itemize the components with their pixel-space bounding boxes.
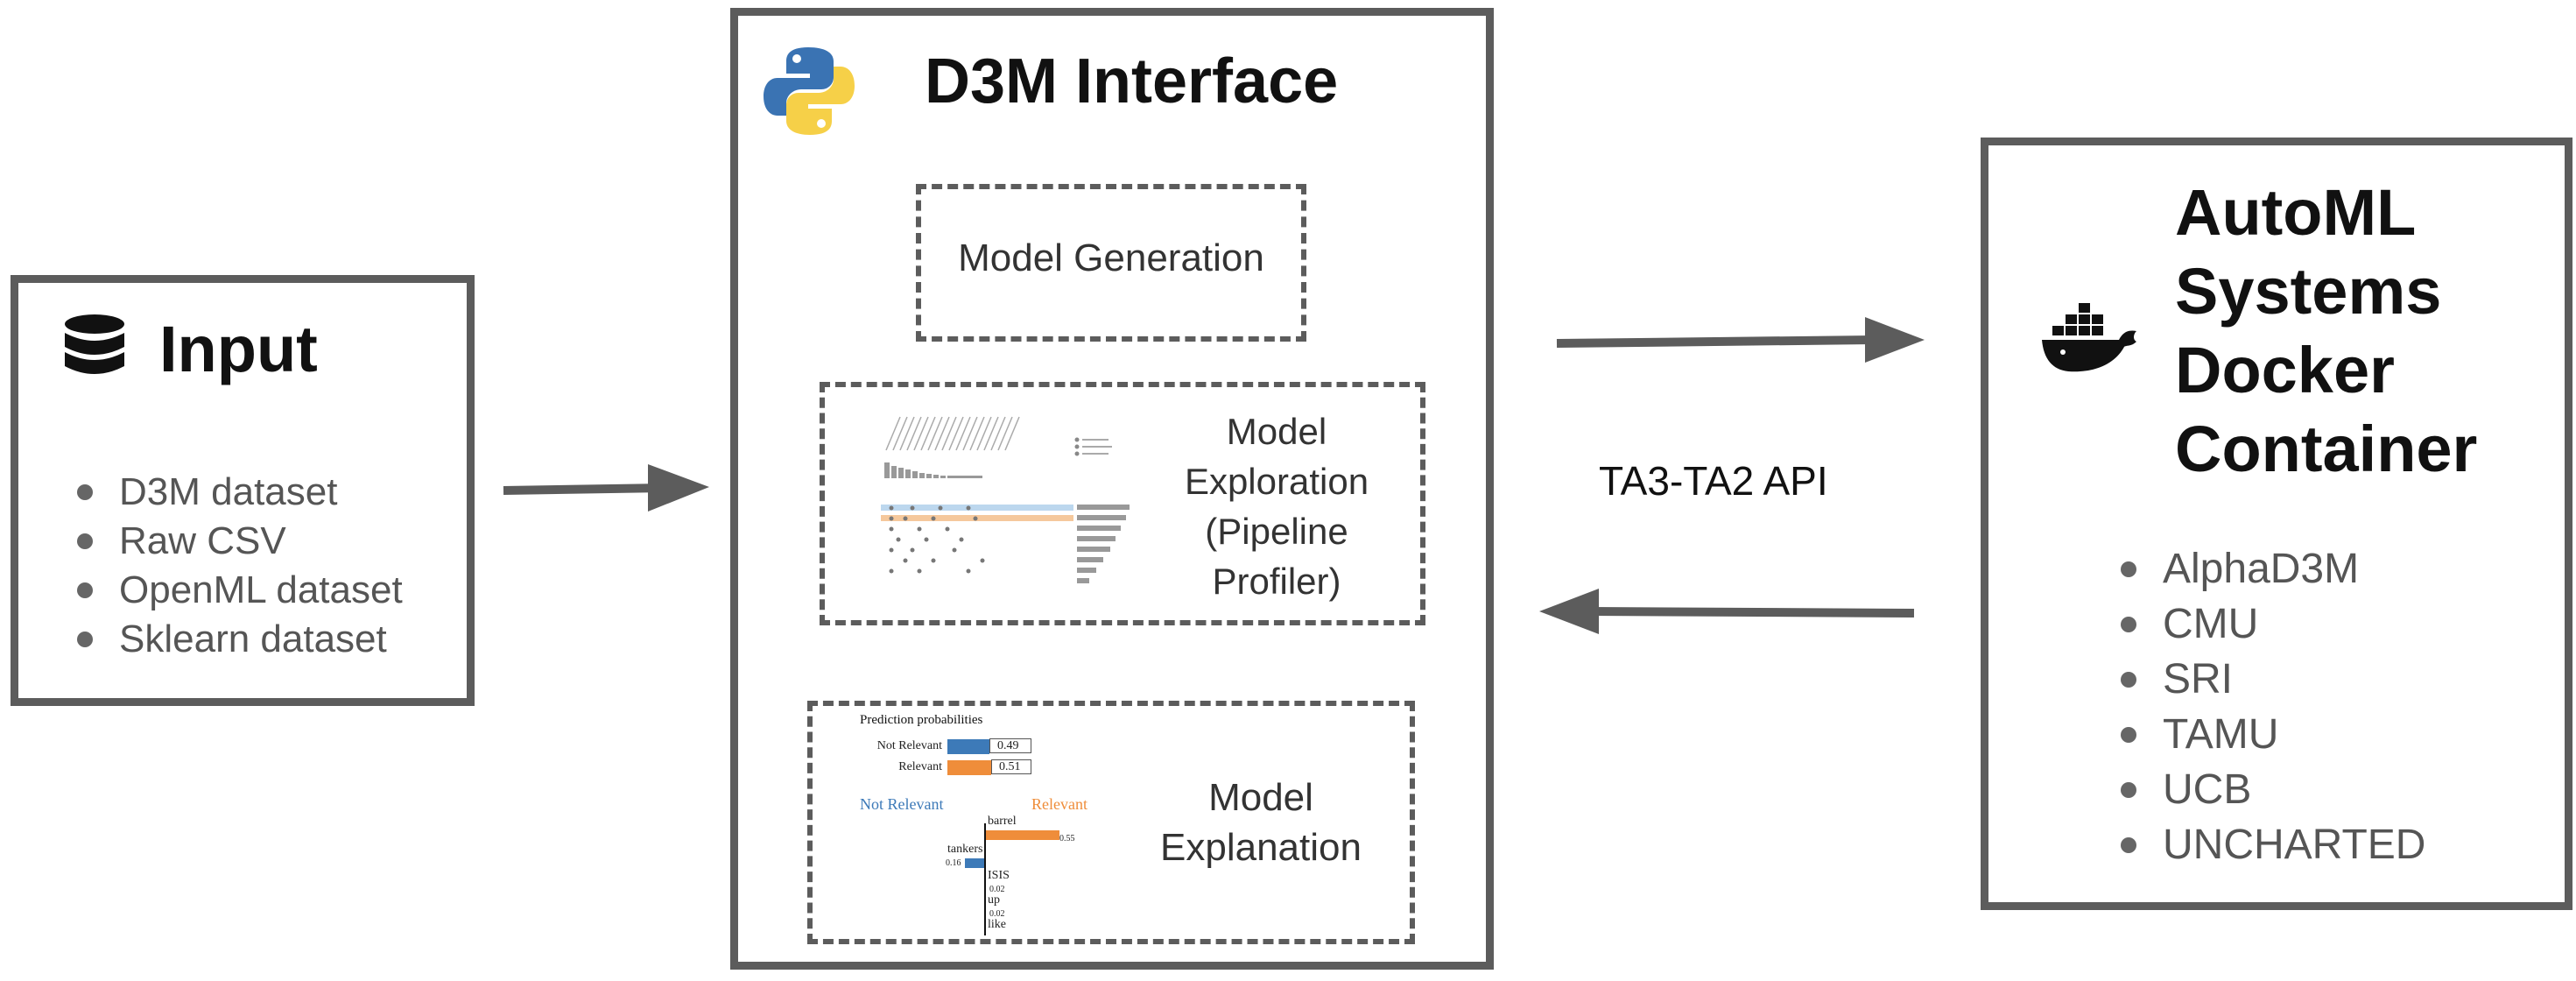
- class-label-relevant: Relevant: [1031, 795, 1087, 813]
- list-item: UCB: [2121, 762, 2425, 817]
- word-label: like: [988, 918, 1006, 931]
- list-item: OpenML dataset: [77, 566, 403, 615]
- word-label: tankers: [947, 843, 983, 856]
- model-explanation-line: Explanation: [1160, 826, 1362, 869]
- model-generation-label: Model Generation: [958, 236, 1264, 279]
- word-label: up: [988, 893, 1000, 907]
- lime-explanation-thumbnail: Prediction probabilities Not Relevant 0.…: [858, 711, 1121, 935]
- input-list: D3M dataset Raw CSV OpenML dataset Sklea…: [77, 468, 403, 664]
- model-exploration-box: [820, 382, 1425, 625]
- model-exploration-line: Profiler): [1212, 561, 1341, 602]
- pipeline-profiler-thumbnail: [881, 416, 1130, 583]
- prediction-heading: Prediction probabilities: [860, 713, 983, 727]
- automl-title-line: Systems: [2175, 255, 2442, 328]
- list-item: D3M dataset: [77, 468, 403, 517]
- automl-box: [1981, 138, 2572, 910]
- list-item: SRI: [2121, 652, 2425, 707]
- list-item: TAMU: [2121, 707, 2425, 762]
- database-icon: [65, 314, 124, 374]
- model-explanation-box: [807, 701, 1415, 944]
- prob-value: 0.49: [989, 738, 1031, 753]
- docker-whale-icon: [2042, 303, 2136, 372]
- list-item: Sklearn dataset: [77, 615, 403, 664]
- automl-title-line: Docker: [2175, 334, 2395, 406]
- input-title: Input: [159, 313, 318, 385]
- prob-value: 0.51: [991, 759, 1031, 774]
- model-explanation-line: Model: [1208, 776, 1313, 819]
- model-exploration-line: (Pipeline: [1205, 511, 1348, 552]
- word-value: 0.02: [989, 885, 1005, 894]
- word-value: 0.16: [946, 858, 961, 868]
- prob-bar-relevant: [947, 760, 991, 775]
- model-exploration-label: Model Exploration (Pipeline Profiler): [1154, 406, 1399, 606]
- list-item: CMU: [2121, 596, 2425, 652]
- prob-bar-not-relevant: [947, 739, 989, 754]
- word-label: barrel: [988, 815, 1017, 828]
- list-item: AlphaD3M: [2121, 541, 2425, 596]
- model-exploration-line: Exploration: [1184, 461, 1369, 502]
- explanation-axis: [984, 823, 986, 935]
- interface-title: D3M Interface: [925, 46, 1339, 116]
- automl-systems-list: AlphaD3M CMU SRI TAMU UCB UNCHARTED: [2121, 541, 2425, 872]
- model-generation-box: [916, 184, 1306, 342]
- api-label: TA3-TA2 API: [1599, 458, 1828, 504]
- list-item: Raw CSV: [77, 517, 403, 566]
- automl-title-line: Container: [2175, 413, 2478, 485]
- word-bar-barrel: [986, 830, 1059, 840]
- list-item: UNCHARTED: [2121, 817, 2425, 872]
- python-logo-icon: [764, 47, 855, 135]
- d3m-interface-box: [730, 8, 1494, 970]
- class-label-not-relevant: Not Relevant: [860, 795, 944, 813]
- automl-title: AutoML Systems Docker Container: [2175, 173, 2477, 489]
- automl-title-line: AutoML: [2175, 176, 2417, 249]
- prob-label: Not Relevant: [876, 739, 942, 752]
- word-label: ISIS: [988, 869, 1010, 882]
- model-explanation-label: Model Explanation: [1138, 773, 1383, 872]
- word-value: 0.55: [1059, 834, 1075, 843]
- prob-label: Relevant: [898, 760, 942, 773]
- word-value: 0.02: [989, 909, 1005, 919]
- word-bar-tankers: [965, 858, 984, 868]
- model-exploration-line: Model: [1226, 411, 1327, 452]
